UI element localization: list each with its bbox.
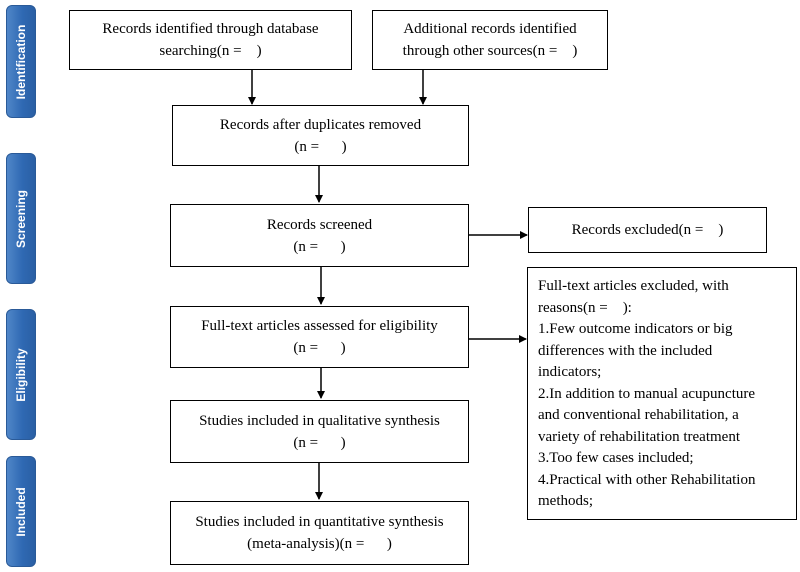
- box-line: 2.In addition to manual acupuncture: [538, 385, 756, 402]
- box-line: (meta-analysis)(n = ): [247, 536, 392, 552]
- box-line: 1.Few outcome indicators or big: [538, 321, 733, 337]
- box-line: Records excluded(n = ): [571, 222, 724, 238]
- box-records-excluded: Records excluded(n = ): [528, 207, 767, 253]
- stage-identification: Identification: [6, 5, 36, 118]
- box-quantitative-synthesis: Studies included in quantitative synthes…: [170, 501, 469, 565]
- box-after-duplicates: Records after duplicates removed (n = ): [172, 105, 469, 166]
- box-line: reasons(n = ):: [538, 299, 632, 316]
- stage-included: Included: [6, 456, 36, 567]
- box-fulltext-excluded: Full-text articles excluded, with reason…: [527, 267, 797, 520]
- box-line: methods;: [538, 493, 593, 509]
- box-line: Additional records identified: [403, 21, 577, 37]
- stage-eligibility: Eligibility: [6, 309, 36, 440]
- box-line: Studies included in qualitative synthesi…: [199, 412, 440, 429]
- box-other-sources: Additional records identified through ot…: [372, 10, 608, 70]
- box-eligibility: Full-text articles assessed for eligibil…: [170, 306, 469, 368]
- stage-screening: Screening: [6, 153, 36, 284]
- box-line: 3.Too few cases included;: [538, 450, 694, 466]
- box-line: (n = ): [293, 340, 346, 356]
- box-line: searching(n = ): [159, 43, 262, 59]
- box-line: variety of rehabilitation treatment: [538, 428, 741, 445]
- box-line: Records identified through database: [102, 21, 319, 37]
- box-line: 4.Practical with other Rehabilitation: [538, 471, 756, 488]
- box-line: Studies included in quantitative synthes…: [195, 514, 444, 530]
- box-line: differences with the included: [538, 342, 713, 359]
- box-line: Full-text articles assessed for eligibil…: [201, 318, 438, 334]
- box-line: Records after duplicates removed: [219, 116, 422, 133]
- box-line: Full-text articles excluded, with: [538, 278, 729, 294]
- box-database-search: Records identified through database sear…: [69, 10, 352, 70]
- box-line: Records screened: [266, 216, 373, 233]
- box-line: indicators;: [538, 364, 602, 380]
- box-line: (n = ): [293, 434, 346, 451]
- box-records-screened: Records screened (n = ): [170, 204, 469, 267]
- box-line: (n = ): [293, 238, 346, 255]
- box-line: and conventional rehabilitation, a: [538, 407, 739, 423]
- box-line: (n = ): [294, 138, 347, 155]
- box-qualitative-synthesis: Studies included in qualitative synthesi…: [170, 400, 469, 463]
- box-line: through other sources(n = ): [402, 43, 578, 59]
